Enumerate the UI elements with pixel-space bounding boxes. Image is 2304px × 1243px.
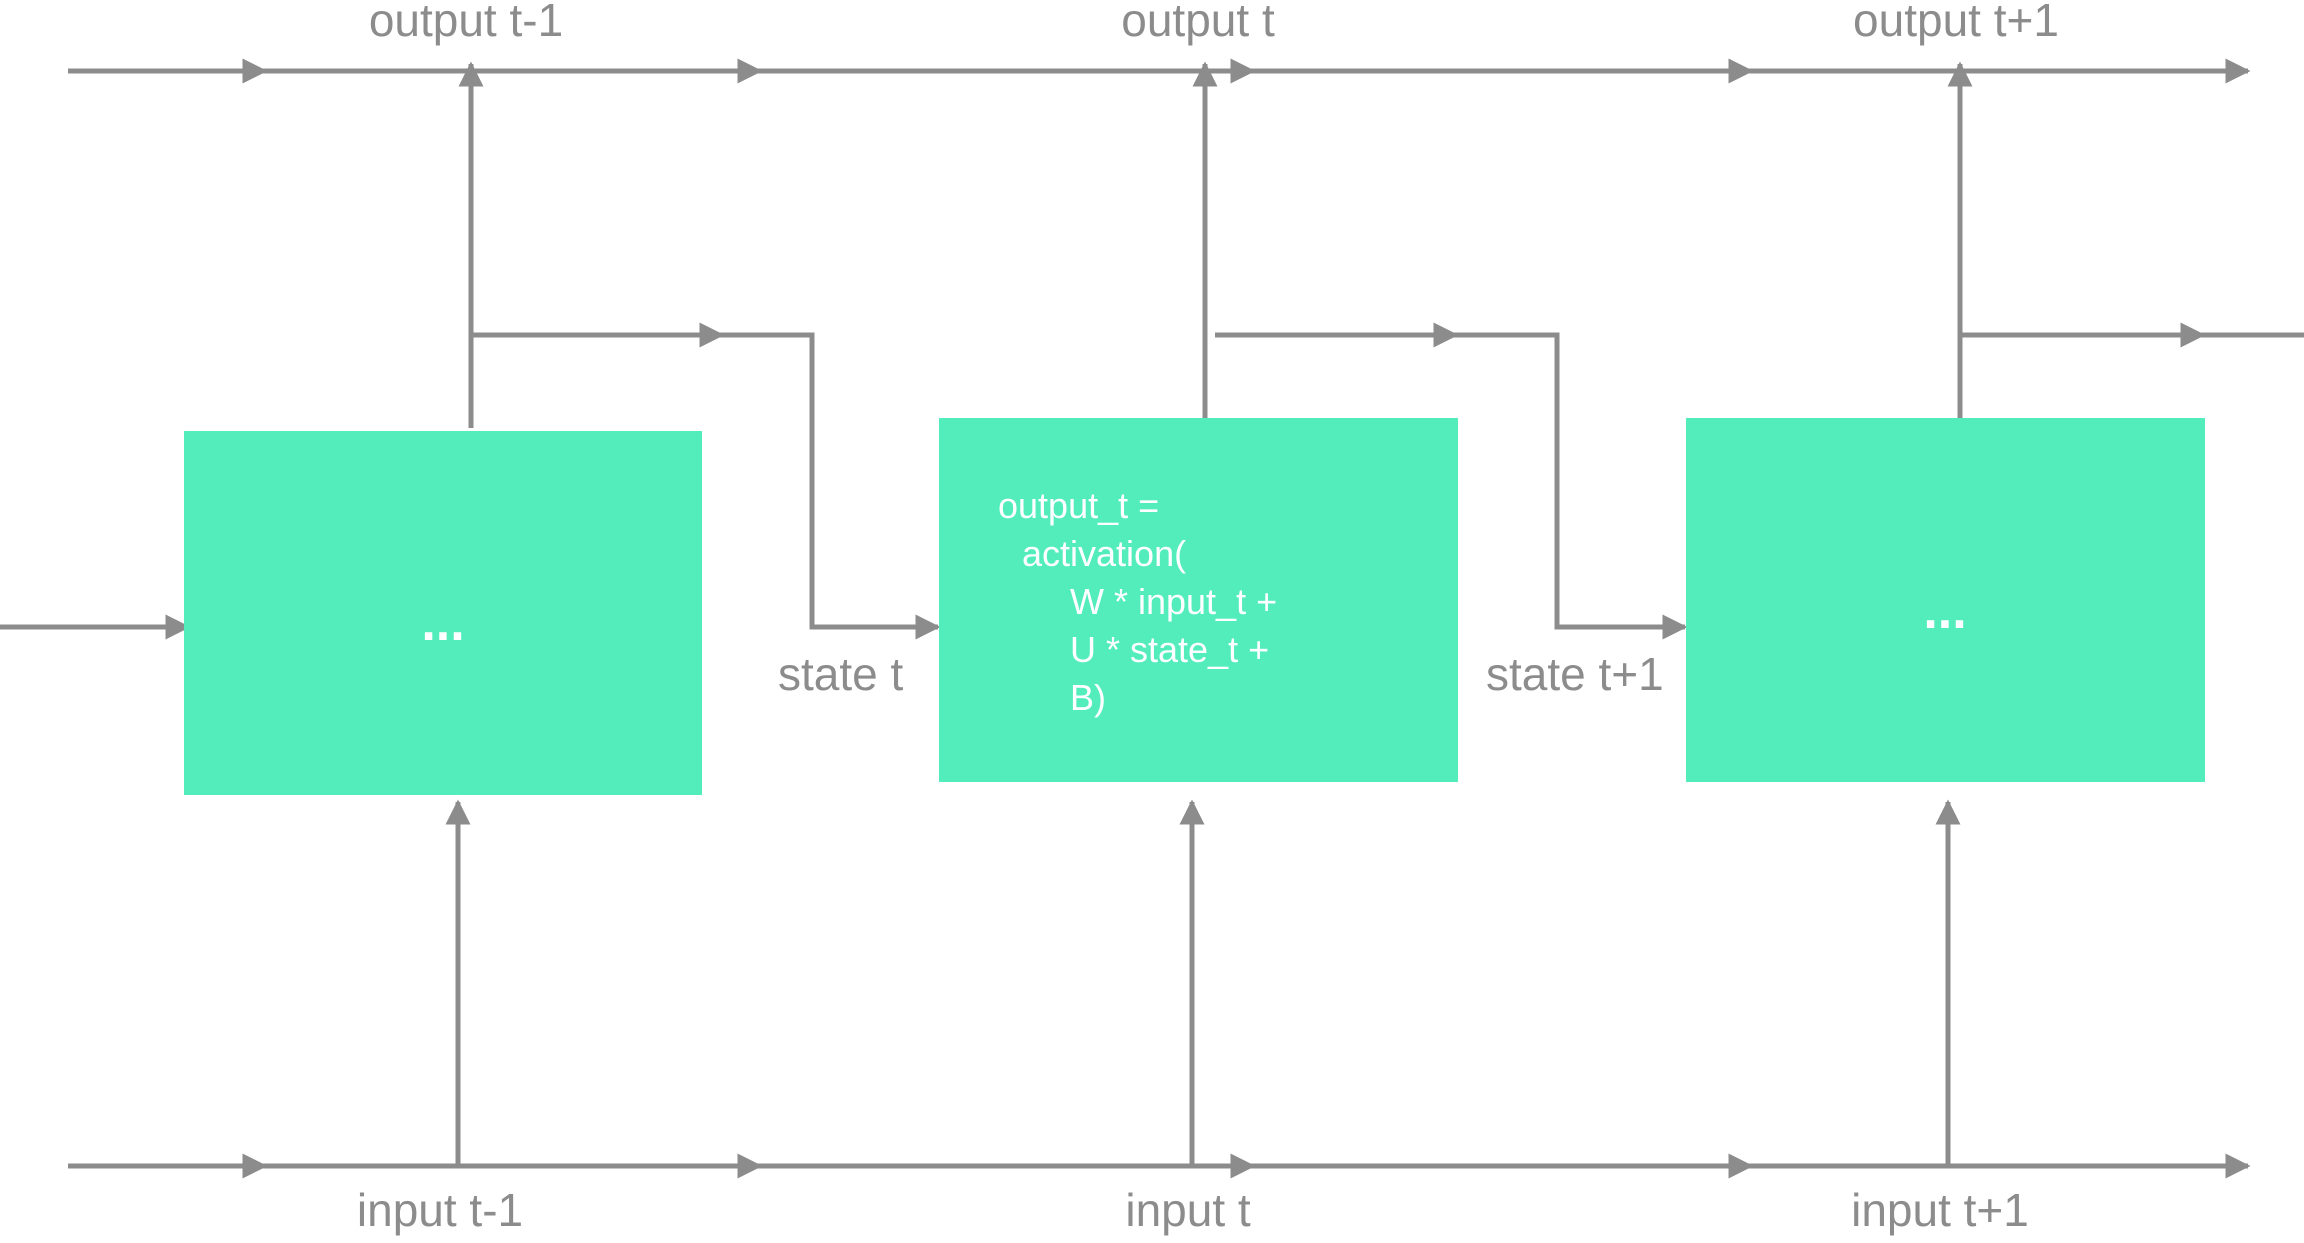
rnn-cell-curr xyxy=(939,418,1458,782)
label-state-t: state t xyxy=(778,648,904,700)
state-t-path xyxy=(712,332,941,640)
cell-formula-line-1: output_t = xyxy=(998,485,1159,526)
cell-formula-line-5: B) xyxy=(1070,677,1106,718)
label-output-prev: output t-1 xyxy=(369,0,563,46)
label-output-next: output t+1 xyxy=(1853,0,2059,46)
label-state-t1: state t+1 xyxy=(1486,648,1664,700)
cell-formula-line-2: activation( xyxy=(1022,533,1186,574)
cell-next-ellipsis: ... xyxy=(1923,582,1966,640)
label-input-prev: input t-1 xyxy=(357,1184,523,1236)
cell-formula-line-3: W * input_t + xyxy=(1070,581,1277,622)
rnn-cell-prev xyxy=(184,431,702,795)
cell-formula-line-4: U * state_t + xyxy=(1070,629,1269,670)
cell-prev-ellipsis: ... xyxy=(421,594,464,652)
label-input-next: input t+1 xyxy=(1851,1184,2029,1236)
label-input-curr: input t xyxy=(1125,1184,1251,1236)
state-t1-path xyxy=(1446,332,1688,640)
label-output-curr: output t xyxy=(1121,0,1275,46)
rnn-cell-next xyxy=(1686,418,2205,782)
